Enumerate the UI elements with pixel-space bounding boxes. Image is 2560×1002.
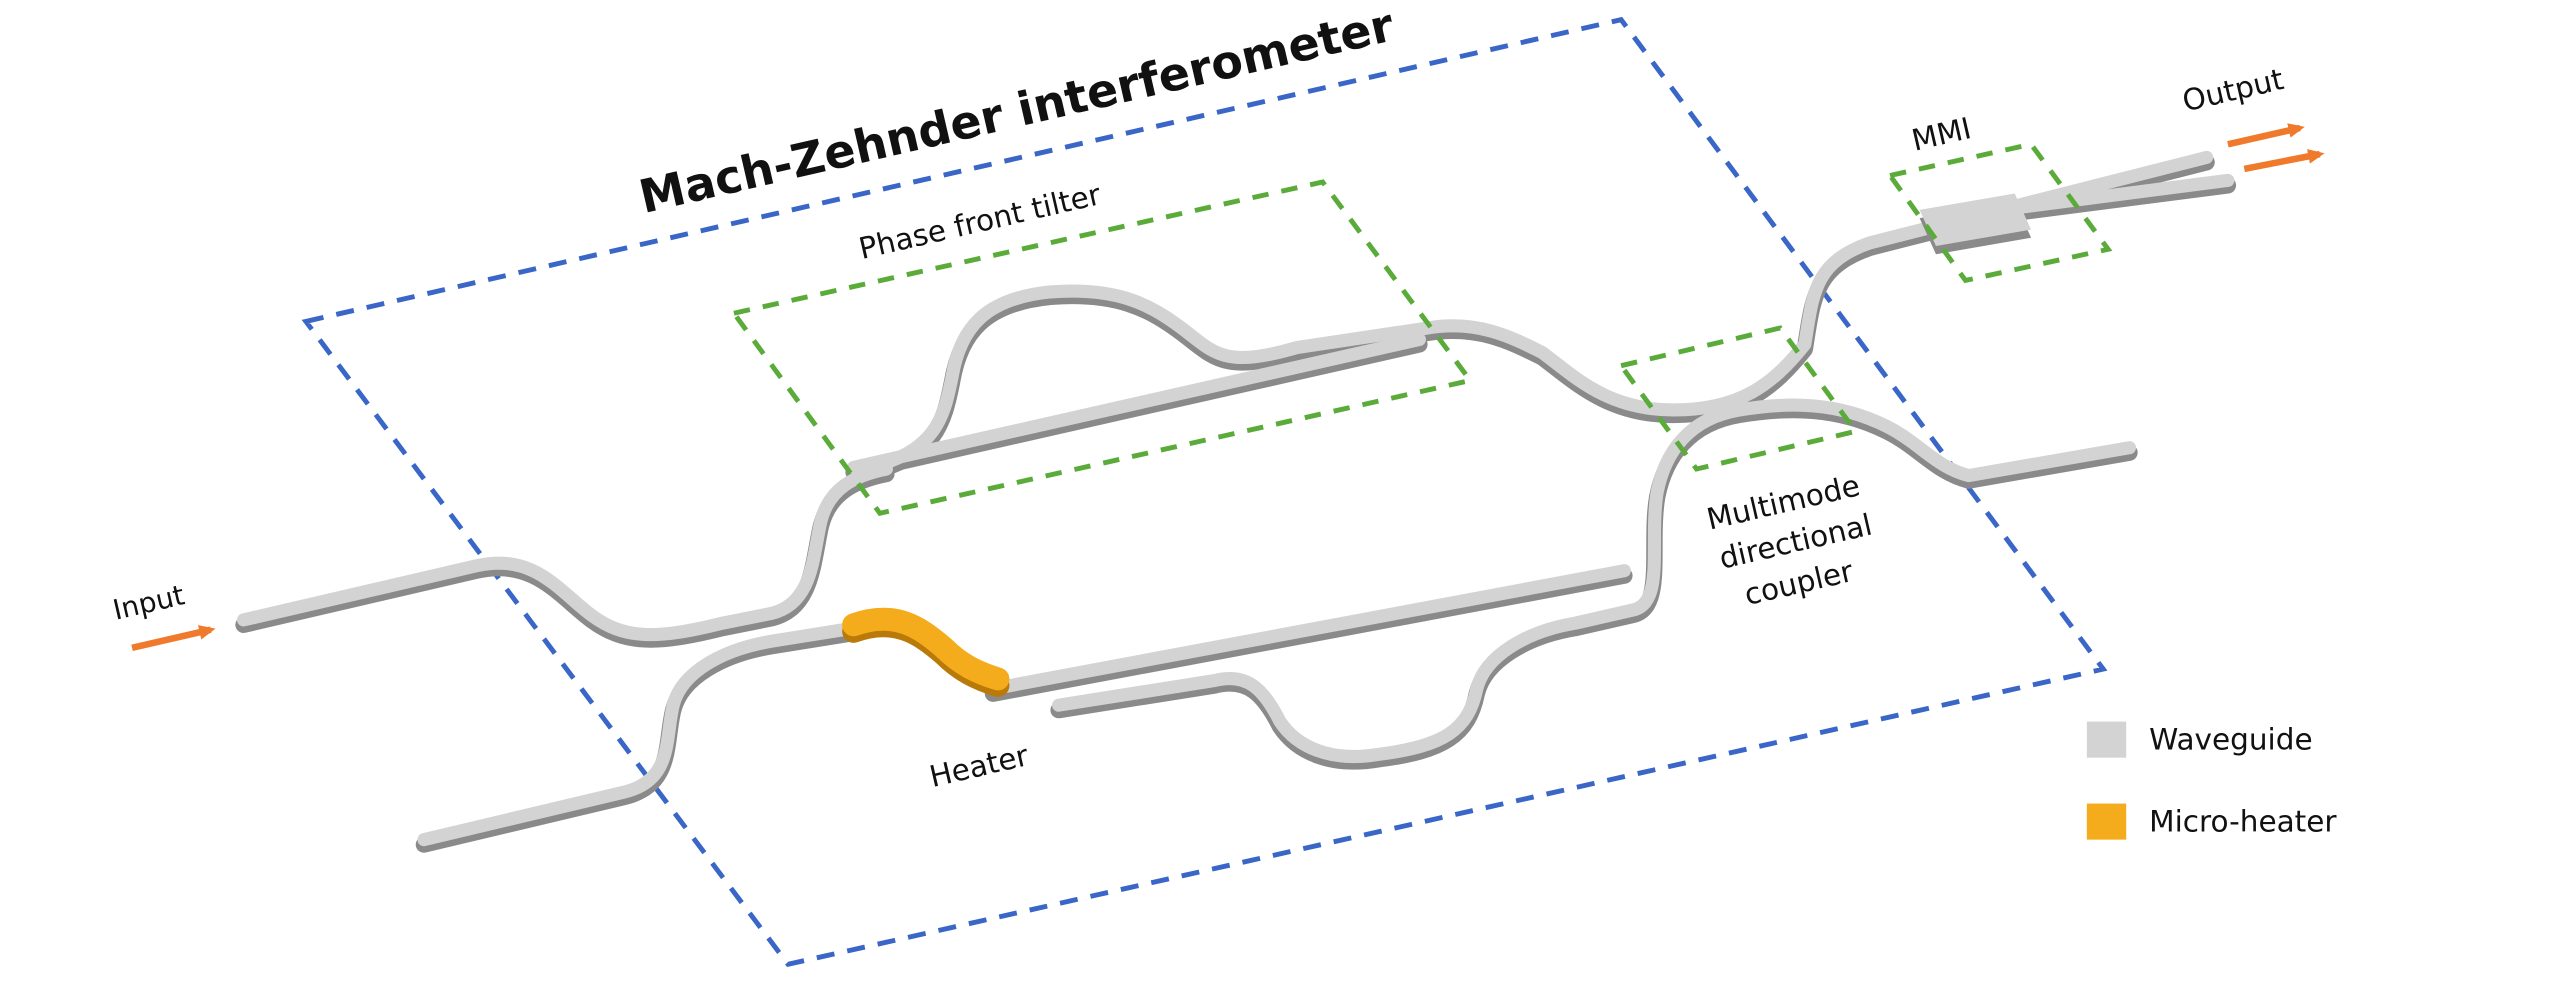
mmi-label: MMI [1909,111,1975,158]
mzi-boundary [301,16,2108,968]
waveguide-network [235,150,2237,853]
output-label: Output [2179,62,2287,118]
mmi-block [1919,193,2032,255]
phase-front-tilter-label: Phase front tilter [856,177,1105,266]
output-arrow-1 [2227,123,2305,148]
legend: Waveguide Micro-heater [2086,721,2337,840]
micro-heater [842,607,1010,697]
output-arrow-2 [2243,149,2325,173]
phase-front-tilter-boundary [729,179,1475,517]
legend-micro-heater-swatch [2086,803,2127,840]
legend-waveguide-label: Waveguide [2149,722,2312,756]
heater-label: Heater [926,738,1032,794]
directional-coupler-label: Multimode directional coupler [1704,468,1876,612]
mmi-boundary [1885,141,2113,284]
input-label: Input [110,578,188,626]
input-arrow [131,625,216,651]
legend-micro-heater-label: Micro-heater [2149,804,2337,838]
legend-waveguide-swatch [2086,721,2127,758]
